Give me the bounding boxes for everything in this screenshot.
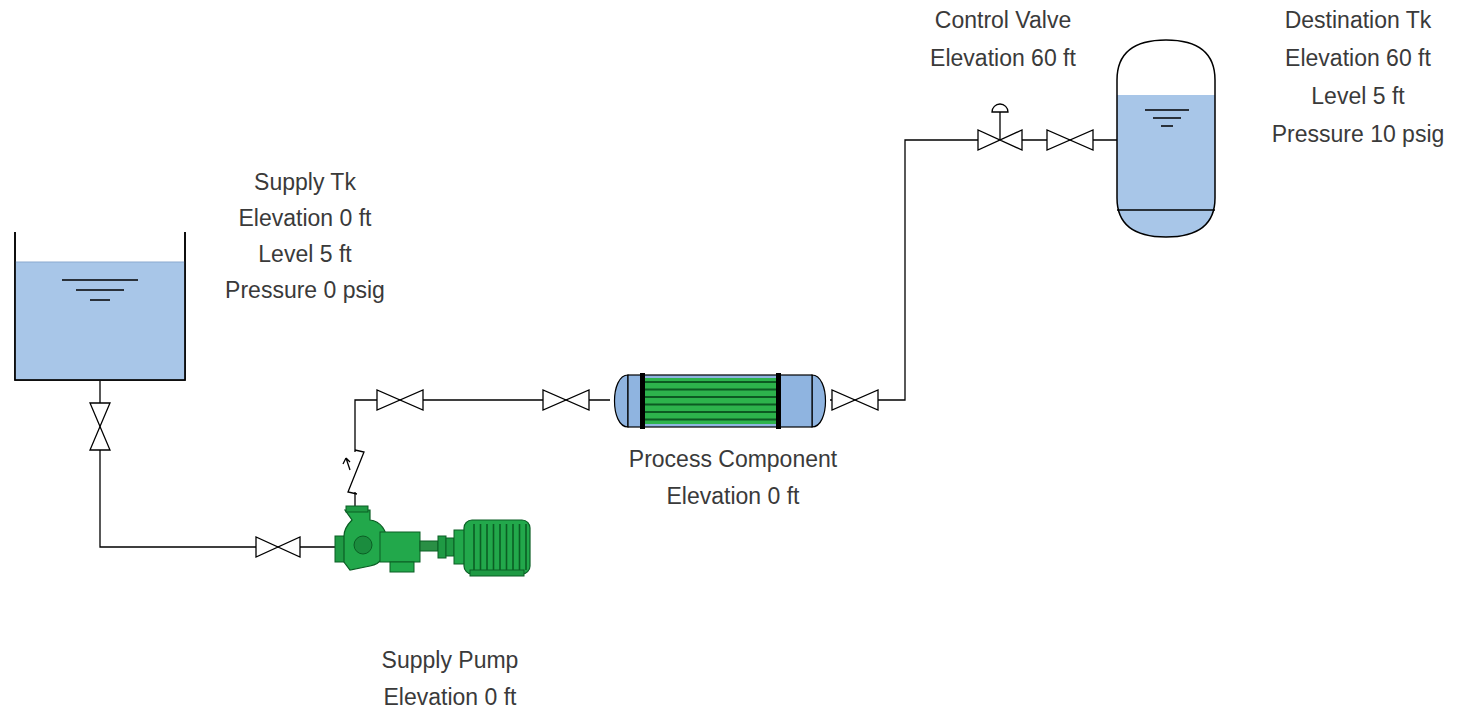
node-property: Elevation 0 ft (667, 484, 800, 509)
control-valve-shape (976, 102, 1024, 152)
heat-exchanger-outline (608, 372, 832, 430)
node-property: Level 5 ft (258, 242, 351, 267)
gate-valve (543, 390, 589, 410)
destination-tank-outline (1115, 38, 1217, 240)
pipe-path (355, 400, 610, 506)
gate-valve (1047, 130, 1093, 150)
node-property: Pressure 0 psig (225, 278, 385, 303)
node-property: Elevation 0 ft (239, 206, 372, 231)
node-property: Elevation 60 ft (1285, 46, 1431, 71)
gate-valve (377, 390, 423, 410)
supply-tank-outline (14, 230, 186, 382)
supply-pump-outline (330, 506, 535, 576)
pipe-line (830, 140, 978, 400)
gate-valve (832, 390, 878, 410)
node-title: Supply Pump (382, 648, 519, 673)
pipe-path (100, 381, 335, 547)
pipe-path (830, 140, 978, 400)
destination-tank-shape (1115, 38, 1217, 240)
node-title: Destination Tk (1285, 8, 1432, 33)
node-title: Supply Tk (254, 170, 356, 195)
node-property: Elevation 60 ft (930, 46, 1076, 71)
heat-exchanger-shape (608, 372, 832, 430)
gate-valve (90, 403, 110, 450)
node-title: Control Valve (935, 8, 1071, 33)
supply-pump-shape (330, 506, 535, 576)
node-title: Process Component (629, 447, 837, 472)
control-valve-outline (976, 102, 1024, 152)
supply-tank-shape (14, 230, 186, 382)
node-property: Level 5 ft (1311, 84, 1404, 109)
node-property: Pressure 10 psig (1272, 122, 1445, 147)
pipe-line (355, 400, 610, 506)
check-valve (343, 450, 364, 494)
gate-valve (256, 537, 300, 557)
pipe-line (100, 381, 335, 547)
node-property: Elevation 0 ft (384, 685, 517, 710)
